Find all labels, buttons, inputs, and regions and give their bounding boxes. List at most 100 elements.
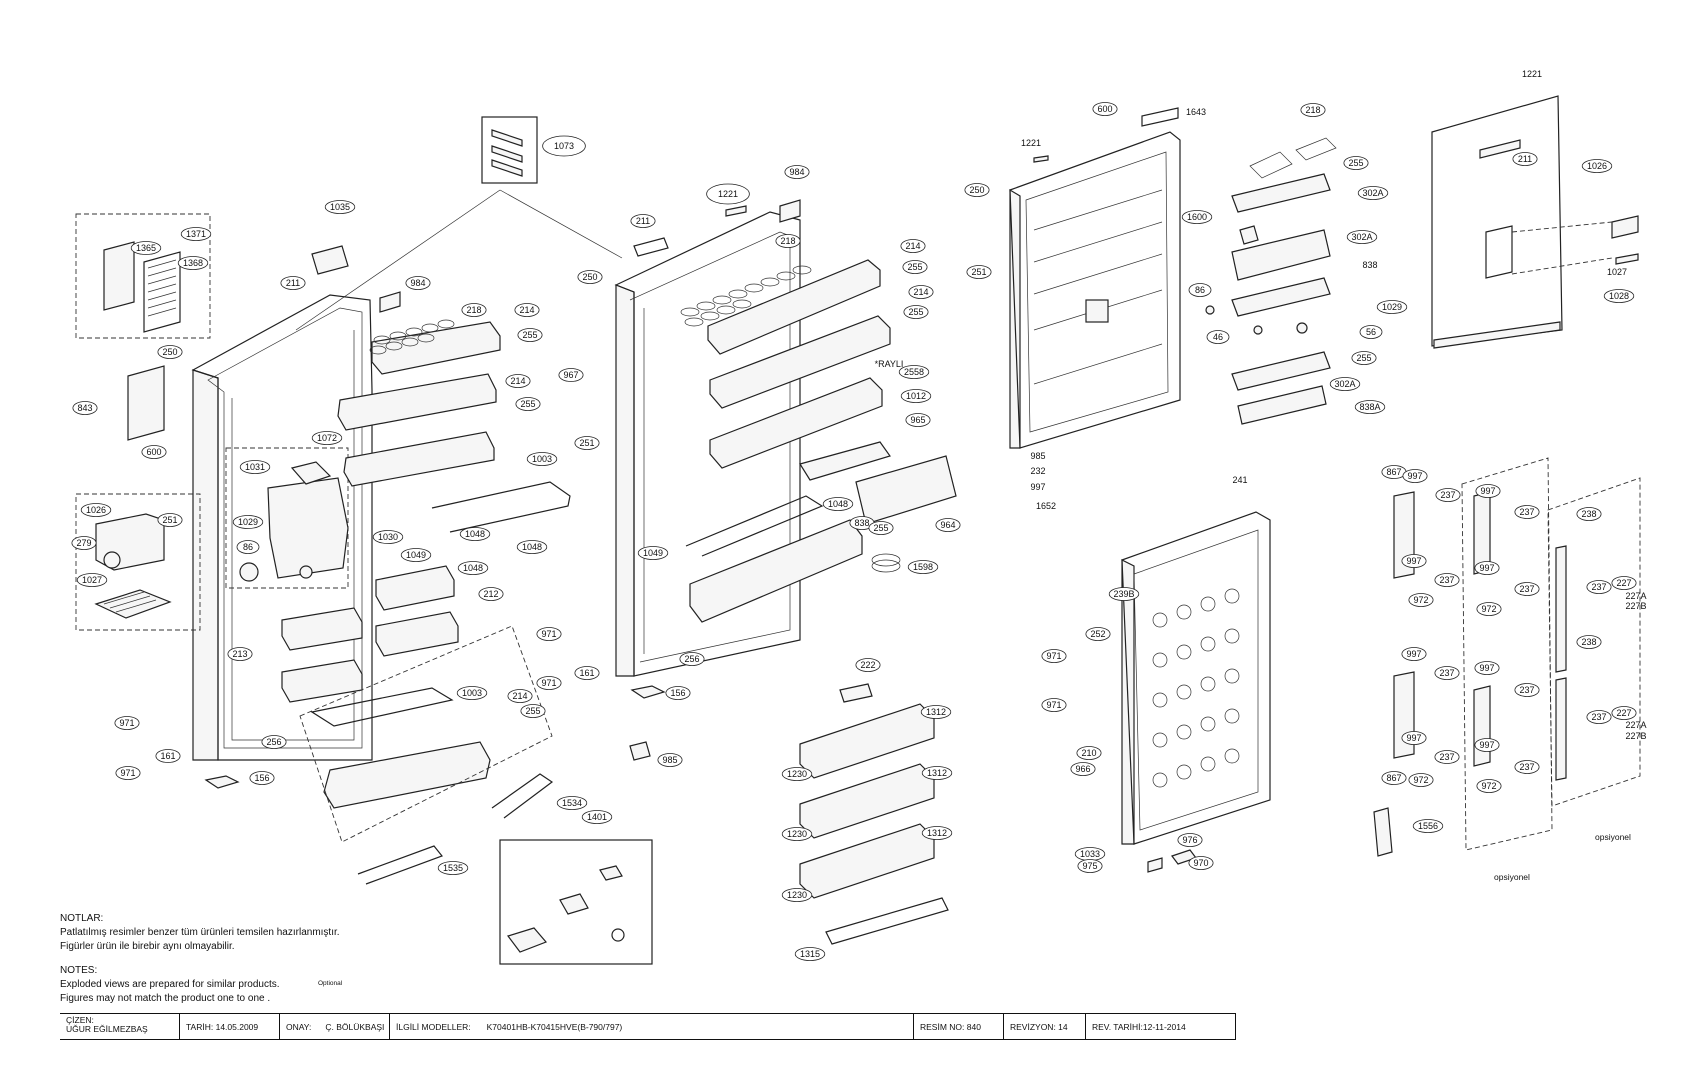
part-label-text: 214 (519, 305, 534, 315)
part-label: 997 (1401, 554, 1427, 568)
part-label-text: 237 (1591, 712, 1606, 722)
part-label: 1230 (781, 888, 813, 902)
freezer-door-frame (1009, 131, 1181, 449)
part-label-text: 237 (1519, 507, 1534, 517)
part-label: 997 (1402, 469, 1428, 483)
part-label-oval (72, 401, 98, 415)
part-label-oval (1576, 635, 1602, 649)
part-label-text: 1012 (906, 391, 926, 401)
part-label-oval (526, 452, 558, 466)
part-label: 1534 (556, 796, 588, 810)
part-label: 972 (1408, 593, 1434, 607)
part-label: 237 (1434, 750, 1460, 764)
part-label: 1027 (1607, 267, 1627, 277)
part-label-text: 210 (1081, 748, 1096, 758)
part-label-text: 997 (1406, 733, 1421, 743)
part-label-oval (1357, 186, 1389, 200)
part-label-text: 1221 (1021, 138, 1041, 148)
part-label: 250 (964, 183, 990, 197)
part-label-text: 222 (860, 660, 875, 670)
part-label: 1035 (324, 200, 356, 214)
part-label: 971 (1041, 649, 1067, 663)
part-label: 237 (1435, 488, 1461, 502)
part-label-text: 975 (1082, 861, 1097, 871)
part-label-oval (1476, 779, 1502, 793)
part-label: 256 (679, 652, 705, 666)
part-label-text: 1003 (532, 454, 552, 464)
notes-block: NOTLAR: Patlatılmış resimler benzer tüm … (60, 912, 340, 1006)
date-cell: TARİH: 14.05.2009 (180, 1014, 280, 1039)
part-label: 1535 (437, 861, 469, 875)
part-label: 1003 (456, 686, 488, 700)
part-label-text: 1401 (587, 812, 607, 822)
part-label: 1049 (637, 546, 669, 560)
part-label-text: 237 (1519, 584, 1534, 594)
part-label: 255 (1351, 351, 1377, 365)
part-label-oval (437, 861, 469, 875)
part-label-oval (239, 460, 271, 474)
part-label-text: 232 (1030, 466, 1045, 476)
part-label-oval (1376, 300, 1408, 314)
part-843 (127, 365, 165, 441)
part-label-text: 1312 (927, 768, 947, 778)
part-label-text: 1048 (828, 499, 848, 509)
part-label-oval (505, 374, 531, 388)
water-tank (267, 477, 349, 579)
part-label: 1598 (907, 560, 939, 574)
part-label: 1029 (1376, 300, 1408, 314)
part-label: 971 (1041, 698, 1067, 712)
part-label: 302A (1346, 230, 1378, 244)
part-label-oval (76, 573, 108, 587)
part-label: 997 (1475, 484, 1501, 498)
left-door-assembly (75, 116, 653, 965)
part-label: 1048 (459, 527, 491, 541)
part-label-text: 238 (1581, 637, 1596, 647)
part-label: 218 (1300, 103, 1326, 117)
part-label: 1230 (781, 767, 813, 781)
part-label-text: 1026 (1587, 161, 1607, 171)
part-label-text: 302A (1351, 232, 1372, 242)
drawn-by-cell: ÇİZEN: UĞUR EĞİLMEZBAŞ (60, 1014, 180, 1039)
left-door-shelves (281, 321, 501, 809)
part-label-text: 1027 (82, 575, 102, 585)
part-label-text: 86 (1195, 285, 1205, 295)
part-label: 997 (1474, 738, 1500, 752)
part-label-text: 1365 (136, 243, 156, 253)
part-label-oval (935, 518, 961, 532)
part-label: 1031 (239, 460, 271, 474)
part-label: 227B (1625, 731, 1646, 741)
part-label-text: 218 (1305, 105, 1320, 115)
part-label-text: 256 (684, 654, 699, 664)
part-label: 279 (71, 536, 97, 550)
part-label-oval (903, 305, 929, 319)
part-label: 867 (1381, 771, 1407, 785)
part-label-oval (180, 227, 212, 241)
part-label-text: 255 (907, 262, 922, 272)
part-label: 997 (1030, 482, 1045, 492)
part-label-text: 255 (873, 523, 888, 533)
part-label-oval (822, 497, 854, 511)
part-label: 302A (1329, 377, 1361, 391)
part-label: 1048 (457, 561, 489, 575)
part-label-oval (130, 241, 162, 255)
part-label-oval (372, 530, 404, 544)
part-label-oval (249, 771, 275, 785)
part-label-oval (227, 647, 253, 661)
part-label: 161 (155, 749, 181, 763)
part-label: 212 (478, 587, 504, 601)
drawing-no-cell: RESİM NO: 840 (914, 1014, 1004, 1039)
part-label: 600 (1092, 102, 1118, 116)
part-label: 1003 (526, 452, 558, 466)
part-label-text: 1598 (913, 562, 933, 572)
part-label: 86 (1188, 283, 1212, 297)
part-label-text: 1312 (927, 828, 947, 838)
part-label-oval (1076, 746, 1102, 760)
part-label: 1221 (706, 183, 750, 205)
part-label-text: 213 (232, 649, 247, 659)
part-label: 867 (1381, 465, 1407, 479)
part-label-text: 965 (910, 415, 925, 425)
part-label: 161 (574, 666, 600, 680)
part-label-oval (1434, 573, 1460, 587)
part-label: 255 (520, 704, 546, 718)
